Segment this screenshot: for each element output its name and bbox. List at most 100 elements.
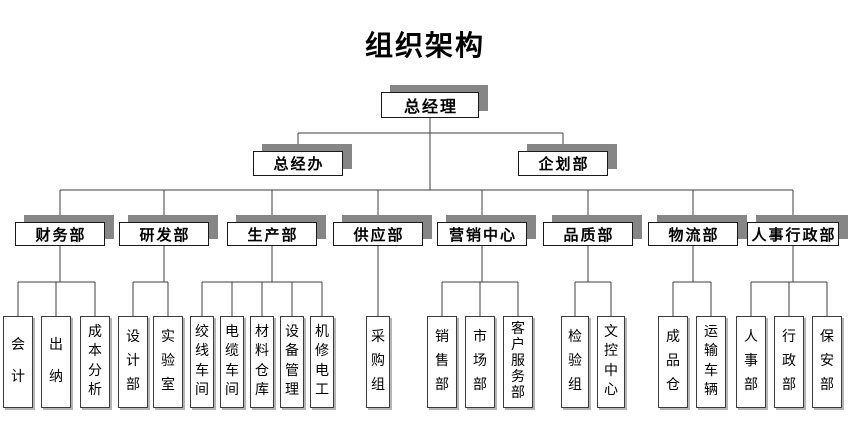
org-node-marketing-center-child-2: 客户服务部 (503, 316, 533, 408)
chart-title: 组织架构 (364, 31, 485, 62)
org-node-production-child-4: 机修电工 (310, 316, 334, 408)
org-leaf-char: 运 (704, 325, 718, 341)
org-node-dept-supply: 供应部 (333, 222, 423, 246)
org-leaf-char: 本 (88, 344, 102, 360)
org-leaf-char: 安 (820, 354, 834, 369)
org-leaf-char: 分 (88, 363, 102, 379)
org-leaf-char: 理 (285, 382, 299, 398)
org-leaf-char: 部 (782, 378, 796, 393)
org-leaf-char: 市 (473, 330, 487, 345)
org-node-quality-child-1: 文控中心 (597, 316, 625, 408)
org-node-production-child-1: 电缆车间 (220, 316, 244, 408)
org-leaf-char: 车 (225, 363, 239, 379)
org-node-production-child-0: 绞线车间 (190, 316, 214, 408)
org-node-hr-admin-child-1: 行政部 (774, 316, 804, 408)
org-leaf-char: 间 (195, 382, 209, 398)
org-leaf-char: 设 (285, 325, 299, 341)
org-leaf-char: 设 (126, 330, 140, 345)
org-leaf-char: 部 (126, 378, 140, 393)
org-leaf-char: 成 (88, 325, 102, 341)
org-node-dept-quality: 品质部 (543, 222, 633, 246)
org-leaf-char: 售 (435, 354, 449, 369)
org-leaf-char: 线 (195, 344, 209, 360)
org-leaf-char: 客 (511, 322, 525, 337)
org-leaf-char: 中 (604, 363, 618, 379)
org-leaf-char: 部 (473, 378, 487, 393)
org-node-hr-admin-child-2: 保安部 (812, 316, 842, 408)
org-node-rnd-child-0: 设计部 (118, 316, 148, 408)
org-leaf-char: 户 (511, 338, 525, 353)
org-leaf-char: 验 (161, 354, 175, 369)
org-leaf-char: 部 (511, 386, 525, 401)
org-leaf-char: 车 (704, 363, 718, 379)
org-leaf-char: 务 (511, 370, 525, 385)
org-leaf-char: 部 (820, 378, 834, 393)
org-leaf-char: 行 (782, 330, 796, 345)
org-node-logistics-child-0: 成品仓 (658, 316, 688, 408)
org-node-hr-admin-child-0: 人事部 (736, 316, 766, 408)
org-leaf-char: 场 (473, 354, 487, 369)
org-node-dept-hr-admin: 人事行政部 (747, 222, 839, 246)
org-node-marketing-center-child-0: 销售部 (427, 316, 457, 408)
org-leaf-char: 出 (49, 338, 63, 353)
org-node-production-child-2: 材料仓库 (250, 316, 274, 408)
org-leaf-char: 组 (371, 378, 385, 393)
org-leaf-char: 车 (195, 363, 209, 379)
org-node-rnd-child-1: 实验室 (153, 316, 183, 408)
org-leaf-char: 析 (88, 382, 102, 398)
org-leaf-char: 成 (666, 330, 680, 345)
org-node-logistics-child-1: 运输车辆 (696, 316, 726, 408)
org-leaf-char: 控 (604, 344, 618, 360)
org-leaf-char: 输 (704, 344, 718, 360)
org-leaf-char: 修 (315, 344, 329, 360)
org-leaf-char: 部 (744, 378, 758, 393)
org-node-planning-dept: 企划部 (518, 151, 608, 176)
org-leaf-char: 管 (285, 363, 299, 379)
org-leaf-char: 会 (11, 338, 25, 353)
org-node-dept-logistics: 物流部 (648, 222, 738, 246)
org-node-dept-production: 生产部 (227, 222, 317, 246)
org-node-gm-office: 总经办 (253, 151, 343, 176)
org-leaf-char: 备 (285, 344, 299, 360)
org-node-production-child-3: 设备管理 (280, 316, 304, 408)
org-node-finance-child-2: 成本分析 (80, 316, 110, 408)
org-node-marketing-center-child-1: 市场部 (465, 316, 495, 408)
org-leaf-char: 电 (315, 363, 329, 379)
org-node-quality-child-0: 检验组 (561, 316, 589, 408)
org-leaf-char: 电 (225, 325, 239, 341)
org-leaf-char: 计 (126, 354, 140, 369)
org-node-finance-child-1: 出纳 (41, 316, 71, 408)
org-leaf-char: 间 (225, 382, 239, 398)
org-leaf-char: 仓 (255, 363, 269, 379)
org-leaf-char: 纳 (49, 370, 63, 385)
org-leaf-char: 文 (604, 325, 618, 341)
org-leaf-char: 机 (315, 325, 329, 341)
org-leaf-char: 辆 (704, 382, 718, 398)
org-leaf-char: 人 (744, 330, 758, 345)
org-node-dept-finance: 财务部 (15, 222, 105, 246)
org-leaf-char: 心 (604, 382, 618, 398)
org-leaf-char: 实 (161, 330, 175, 345)
org-leaf-char: 计 (11, 370, 25, 385)
org-leaf-char: 缆 (225, 344, 239, 360)
org-leaf-char: 工 (315, 382, 329, 398)
org-leaf-char: 政 (782, 354, 796, 369)
org-node-general-manager: 总经理 (381, 92, 479, 118)
org-leaf-char: 库 (255, 382, 269, 398)
org-leaf-char: 材 (255, 325, 269, 341)
org-node-dept-rnd: 研发部 (119, 222, 209, 246)
org-leaf-char: 事 (744, 354, 758, 369)
org-node-supply-child-0: 采购组 (366, 316, 390, 408)
org-leaf-char: 部 (435, 378, 449, 393)
org-leaf-char: 组 (568, 378, 582, 393)
org-leaf-char: 购 (371, 354, 385, 369)
org-leaf-char: 料 (255, 344, 269, 360)
org-node-finance-child-0: 会计 (3, 316, 33, 408)
org-leaf-char: 保 (820, 330, 834, 345)
org-leaf-char: 绞 (195, 325, 209, 341)
org-leaf-char: 检 (568, 330, 582, 345)
org-leaf-char: 室 (161, 378, 175, 393)
org-leaf-char: 品 (666, 354, 680, 369)
